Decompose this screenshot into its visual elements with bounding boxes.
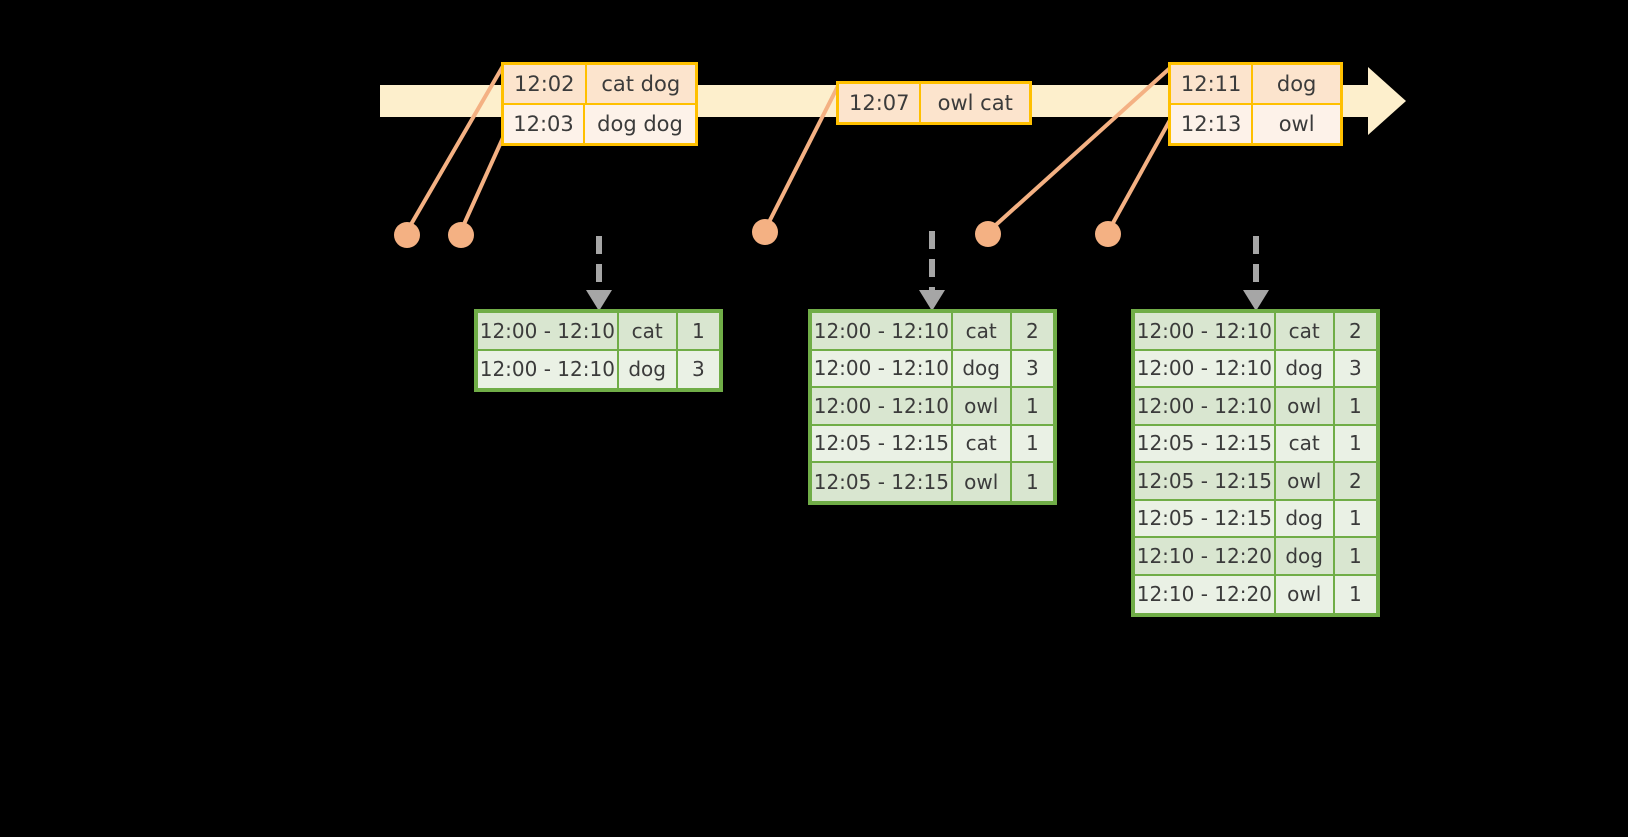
event-group-1[interactable]: 12:02 cat dog 12:03 dog dog — [501, 62, 698, 146]
event-dot-2 — [448, 222, 474, 248]
table-cell-range: 12:05 - 12:15 — [1135, 463, 1276, 501]
table-cell-key: owl — [1275, 463, 1335, 501]
table-cell-range: 12:00 - 12:10 — [812, 313, 953, 351]
event-time: 12:13 — [1171, 105, 1254, 143]
event-time: 12:11 — [1171, 65, 1254, 103]
table-cell-count: 1 — [1334, 388, 1376, 426]
table-cell-count: 3 — [1334, 350, 1376, 388]
event-row: 12:03 dog dog — [504, 103, 695, 143]
table-cell-range: 12:00 - 12:10 — [1135, 313, 1276, 351]
table-cell-key: dog — [1275, 350, 1335, 388]
table-cell-range: 12:05 - 12:15 — [1135, 425, 1276, 463]
table-cell-count: 3 — [1011, 350, 1053, 388]
table-cell-count: 1 — [1334, 538, 1376, 576]
table-cell-count: 1 — [677, 313, 719, 351]
event-dot-3 — [752, 219, 778, 245]
event-group-2[interactable]: 12:07 owl cat — [836, 81, 1032, 125]
table-cell-count: 1 — [1011, 388, 1053, 426]
event-time: 12:07 — [839, 84, 922, 122]
table-cell-range: 12:10 - 12:20 — [1135, 575, 1276, 613]
table-cell-key: cat — [1275, 425, 1335, 463]
table-cell-count: 1 — [1011, 463, 1053, 501]
dashed-arrow-3 — [1243, 236, 1269, 311]
event-group-3[interactable]: 12:11 dog 12:13 owl — [1168, 62, 1343, 146]
event-row: 12:02 cat dog — [504, 65, 695, 103]
table-cell-count: 1 — [1334, 500, 1376, 538]
event-row: 12:13 owl — [1171, 103, 1340, 143]
table-cell-count: 2 — [1334, 463, 1376, 501]
table-cell-key: owl — [952, 388, 1012, 426]
table-cell-key: owl — [952, 463, 1012, 501]
table-cell-key: owl — [1275, 388, 1335, 426]
table-cell-range: 12:00 - 12:10 — [812, 350, 953, 388]
table-cell-count: 2 — [1011, 313, 1053, 351]
table-cell-key: dog — [1275, 538, 1335, 576]
table-cell-range: 12:00 - 12:10 — [1135, 388, 1276, 426]
table-cell-range: 12:05 - 12:15 — [812, 425, 953, 463]
table-cell-key: dog — [618, 350, 678, 388]
dashed-arrow-1 — [586, 236, 612, 311]
table-cell-range: 12:10 - 12:20 — [1135, 538, 1276, 576]
table-cell-key: dog — [1275, 500, 1335, 538]
event-dot-4 — [975, 221, 1001, 247]
table-cell-key: cat — [618, 313, 678, 351]
table-cell-range: 12:05 - 12:15 — [812, 463, 953, 501]
event-dot-1 — [394, 222, 420, 248]
event-time: 12:02 — [504, 65, 587, 103]
table-cell-range: 12:00 - 12:10 — [1135, 350, 1276, 388]
table-cell-range: 12:00 - 12:10 — [478, 313, 619, 351]
dashed-arrow-2 — [919, 231, 945, 311]
event-dot-5 — [1095, 221, 1121, 247]
table-cell-count: 2 — [1334, 313, 1376, 351]
event-row: 12:11 dog — [1171, 65, 1340, 103]
event-time: 12:03 — [504, 105, 585, 143]
table-cell-count: 3 — [677, 350, 719, 388]
table-cell-key: owl — [1275, 575, 1335, 613]
table-cell-range: 12:00 - 12:10 — [478, 350, 619, 388]
table-cell-range: 12:05 - 12:15 — [1135, 500, 1276, 538]
table-cell-count: 1 — [1334, 425, 1376, 463]
timeline-arrow-head-icon — [1368, 67, 1406, 135]
event-payload: dog — [1253, 65, 1340, 103]
table-cell-count: 1 — [1011, 425, 1053, 463]
table-cell-key: cat — [1275, 313, 1335, 351]
event-payload: dog dog — [585, 105, 695, 143]
table-cell-key: dog — [952, 350, 1012, 388]
table-cell-key: cat — [952, 313, 1012, 351]
event-payload: owl — [1253, 105, 1340, 143]
table-cell-range: 12:00 - 12:10 — [812, 388, 953, 426]
table-cell-count: 1 — [1334, 575, 1376, 613]
event-payload: owl cat — [921, 84, 1029, 122]
event-row: 12:07 owl cat — [839, 84, 1029, 122]
table-cell-key: cat — [952, 425, 1012, 463]
event-payload: cat dog — [586, 65, 695, 103]
